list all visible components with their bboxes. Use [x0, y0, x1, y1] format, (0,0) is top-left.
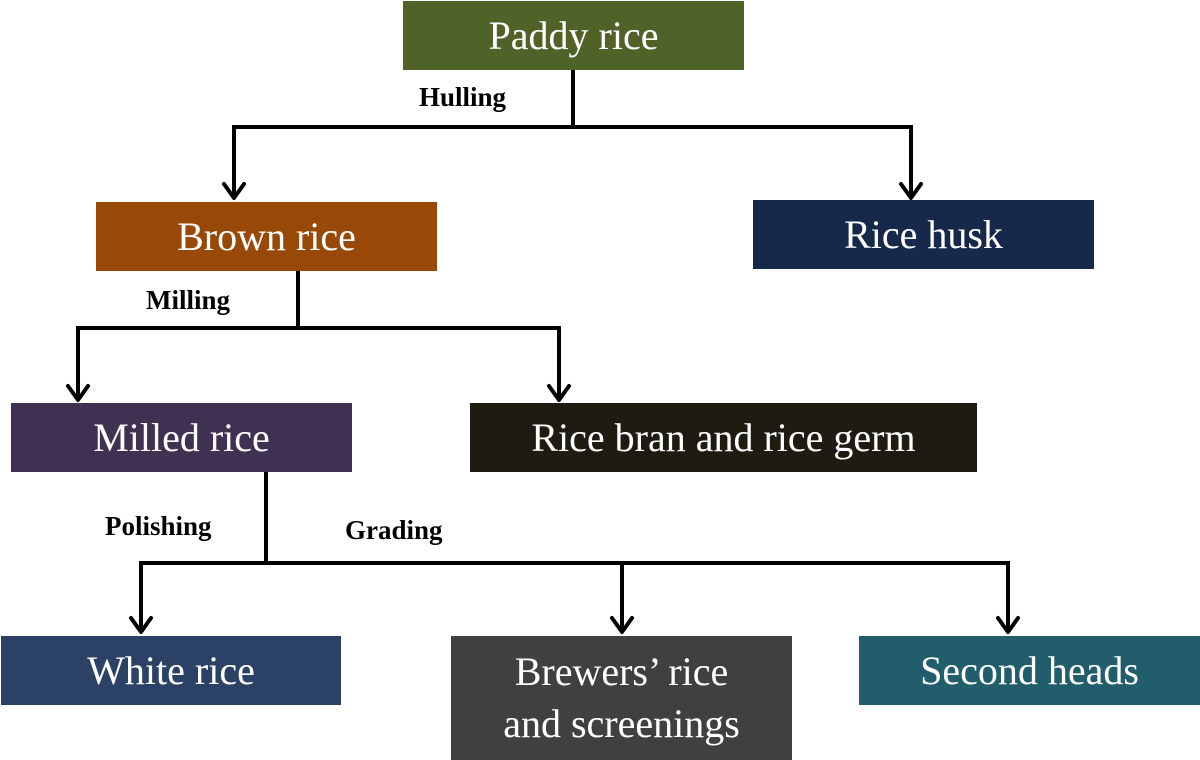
arrow-to-rice-bran	[547, 384, 571, 402]
node-rice-bran-germ: Rice bran and rice germ	[470, 403, 977, 472]
node-white-rice-label: White rice	[87, 647, 255, 693]
node-milled-rice-label: Milled rice	[93, 414, 270, 460]
node-rice-bran-germ-label: Rice bran and rice germ	[531, 414, 916, 460]
node-brewers-rice: Brewers’ rice and screenings	[451, 636, 792, 760]
process-label-hulling: Hulling	[419, 82, 507, 112]
node-paddy-rice-label: Paddy rice	[488, 12, 659, 58]
node-white-rice: White rice	[1, 636, 341, 705]
arrow-to-second-heads	[996, 616, 1020, 634]
node-paddy-rice: Paddy rice	[403, 1, 744, 70]
node-brown-rice-label: Brown rice	[177, 213, 356, 259]
process-label-polishing: Polishing	[105, 511, 212, 541]
arrow-to-milled-rice	[66, 384, 90, 402]
process-label-milling: Milling	[146, 285, 231, 315]
arrow-to-rice-husk	[899, 182, 923, 200]
node-brown-rice: Brown rice	[96, 202, 437, 271]
arrow-to-brewers-rice	[610, 616, 634, 634]
process-label-grading: Grading	[345, 515, 443, 545]
node-second-heads: Second heads	[859, 636, 1200, 705]
node-second-heads-label: Second heads	[920, 647, 1139, 693]
arrow-to-brown-rice	[222, 182, 246, 200]
node-rice-husk: Rice husk	[753, 200, 1094, 269]
arrow-to-white-rice	[129, 616, 153, 634]
node-brewers-rice-line2: and screenings	[503, 701, 740, 746]
node-milled-rice: Milled rice	[11, 403, 352, 472]
node-brewers-rice-line1: Brewers’ rice	[514, 649, 729, 694]
node-rice-husk-label: Rice husk	[844, 211, 1003, 257]
